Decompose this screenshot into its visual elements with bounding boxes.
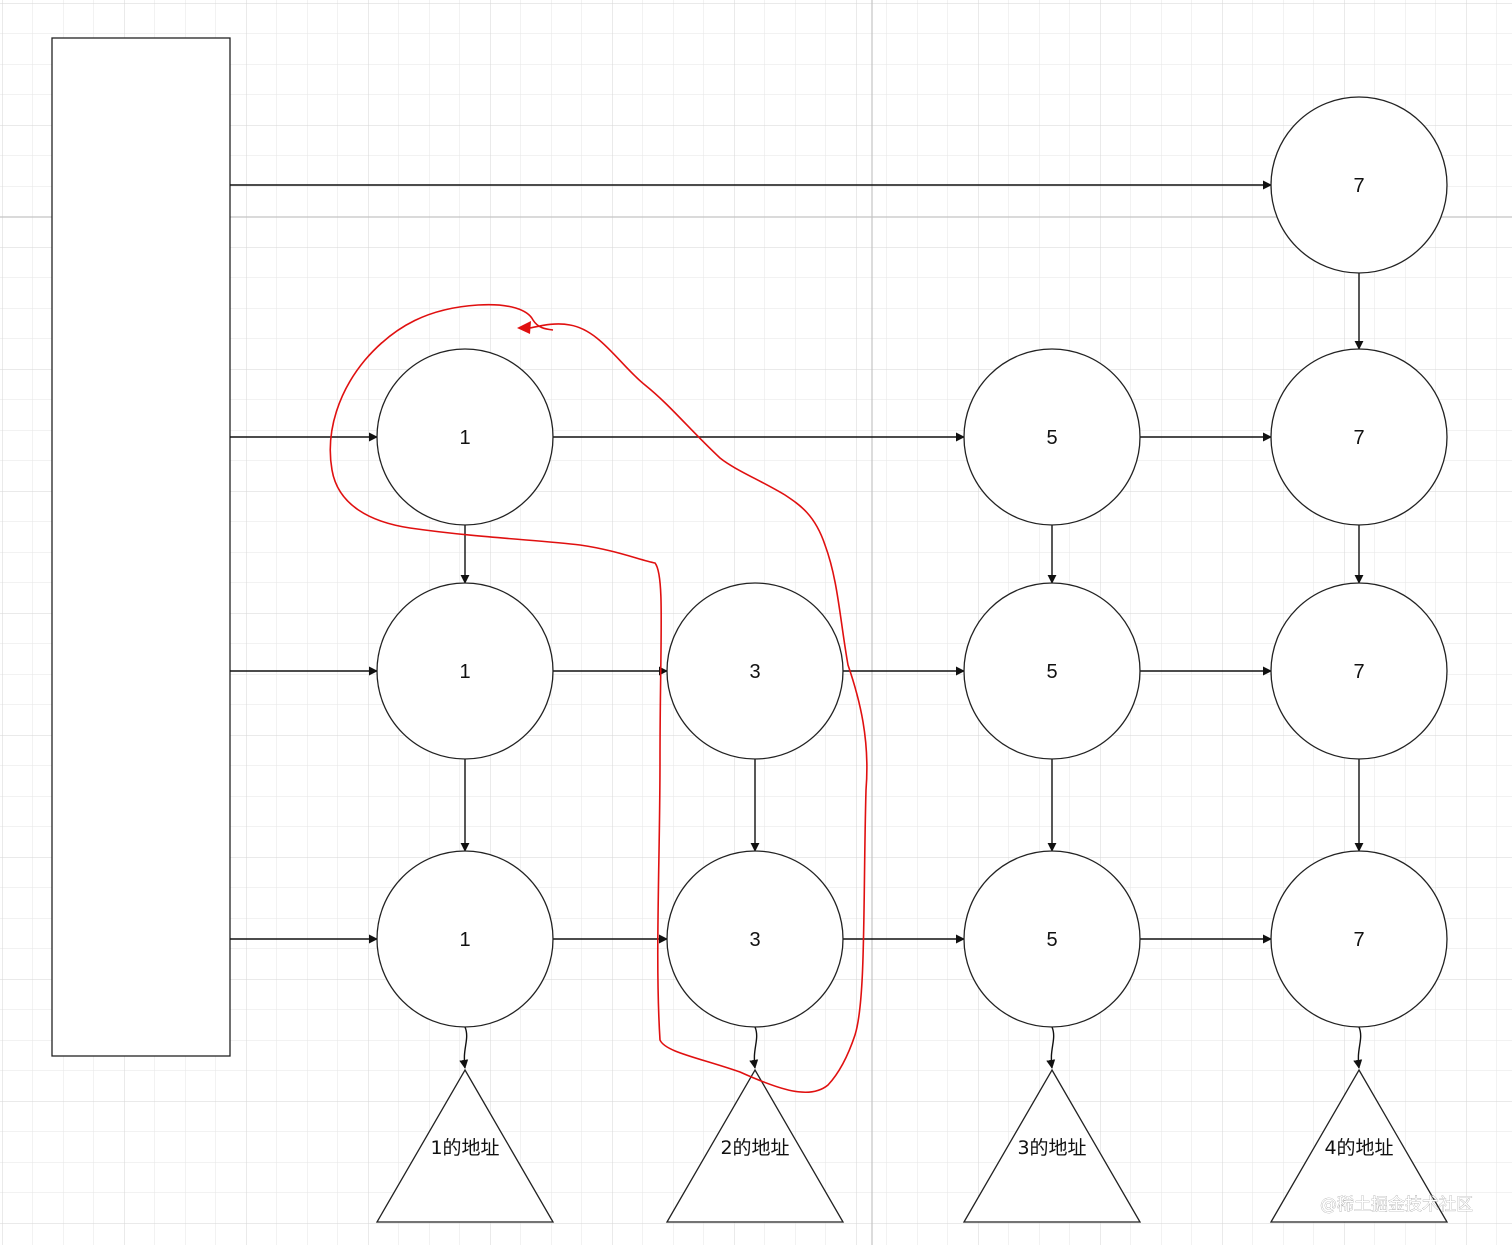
watermark: @稀土掘金技术社区 <box>1320 1195 1473 1215</box>
leaf-col-1[interactable]: 1的地址 <box>375 1068 555 1223</box>
node-circle <box>666 582 844 760</box>
node-level-2-col-4[interactable]: 7 <box>1270 582 1448 760</box>
leaf-col-2[interactable]: 2的地址 <box>665 1068 845 1223</box>
leaf-pointer-col-4 <box>1353 1026 1363 1069</box>
node-level-3-col-4[interactable]: 7 <box>1270 348 1448 526</box>
leaf-triangle <box>665 1068 845 1223</box>
node-value: 7 <box>1353 929 1364 951</box>
node-circle <box>1270 850 1448 1028</box>
node-value: 1 <box>459 929 470 951</box>
node-value: 7 <box>1353 661 1364 683</box>
node-value: 1 <box>459 427 470 449</box>
search-path <box>329 303 868 1094</box>
node-circle <box>963 850 1141 1028</box>
node-level-4-col-4[interactable]: 7 <box>1270 96 1448 274</box>
leaf-label: 2的地址 <box>720 1137 789 1159</box>
edges <box>230 180 1364 1069</box>
leaf-pointer-col-2 <box>749 1026 759 1069</box>
node-circle <box>963 348 1141 526</box>
node-value: 1 <box>459 661 470 683</box>
leaf-triangle <box>1269 1068 1449 1223</box>
node-circle <box>666 850 844 1028</box>
node-level-2-col-1[interactable]: 1 <box>376 582 554 760</box>
node-circle <box>963 582 1141 760</box>
leaf-label: 3的地址 <box>1017 1137 1086 1159</box>
node-circle <box>1270 348 1448 526</box>
node-value: 7 <box>1353 175 1364 197</box>
node-circle <box>1270 582 1448 760</box>
node-value: 7 <box>1353 427 1364 449</box>
node-circle <box>376 348 554 526</box>
leaf-triangle <box>375 1068 555 1223</box>
node-value: 5 <box>1046 427 1057 449</box>
leaves: 1的地址 2的地址 3的地址 4的地址 <box>375 1068 1449 1223</box>
node-level-1-col-1[interactable]: 1 <box>376 850 554 1028</box>
node-level-2-col-2[interactable]: 3 <box>666 582 844 760</box>
node-level-3-col-1[interactable]: 1 <box>376 348 554 526</box>
node-circle <box>376 582 554 760</box>
head-array[interactable] <box>51 37 231 1057</box>
leaf-pointer-col-1 <box>459 1026 469 1069</box>
node-circle <box>376 850 554 1028</box>
leaf-col-3[interactable]: 3的地址 <box>962 1068 1142 1223</box>
node-level-1-col-3[interactable]: 5 <box>963 850 1141 1028</box>
leaf-label: 1的地址 <box>430 1137 499 1159</box>
search-path-arrowhead <box>517 321 531 334</box>
node-level-1-col-2[interactable]: 3 <box>666 850 844 1028</box>
leaf-triangle <box>962 1068 1142 1223</box>
leaf-col-4[interactable]: 4的地址 <box>1269 1068 1449 1223</box>
node-level-1-col-4[interactable]: 7 <box>1270 850 1448 1028</box>
leaf-label: 4的地址 <box>1324 1137 1393 1159</box>
node-value: 5 <box>1046 929 1057 951</box>
node-value: 3 <box>749 661 760 683</box>
node-level-3-col-3[interactable]: 5 <box>963 348 1141 526</box>
node-value: 5 <box>1046 661 1057 683</box>
node-level-2-col-3[interactable]: 5 <box>963 582 1141 760</box>
leaf-pointer-col-3 <box>1046 1026 1056 1069</box>
node-circle <box>1270 96 1448 274</box>
node-value: 3 <box>749 929 760 951</box>
nodes: 7 1 5 7 1 3 5 7 1 3 5 7 <box>376 96 1448 1028</box>
